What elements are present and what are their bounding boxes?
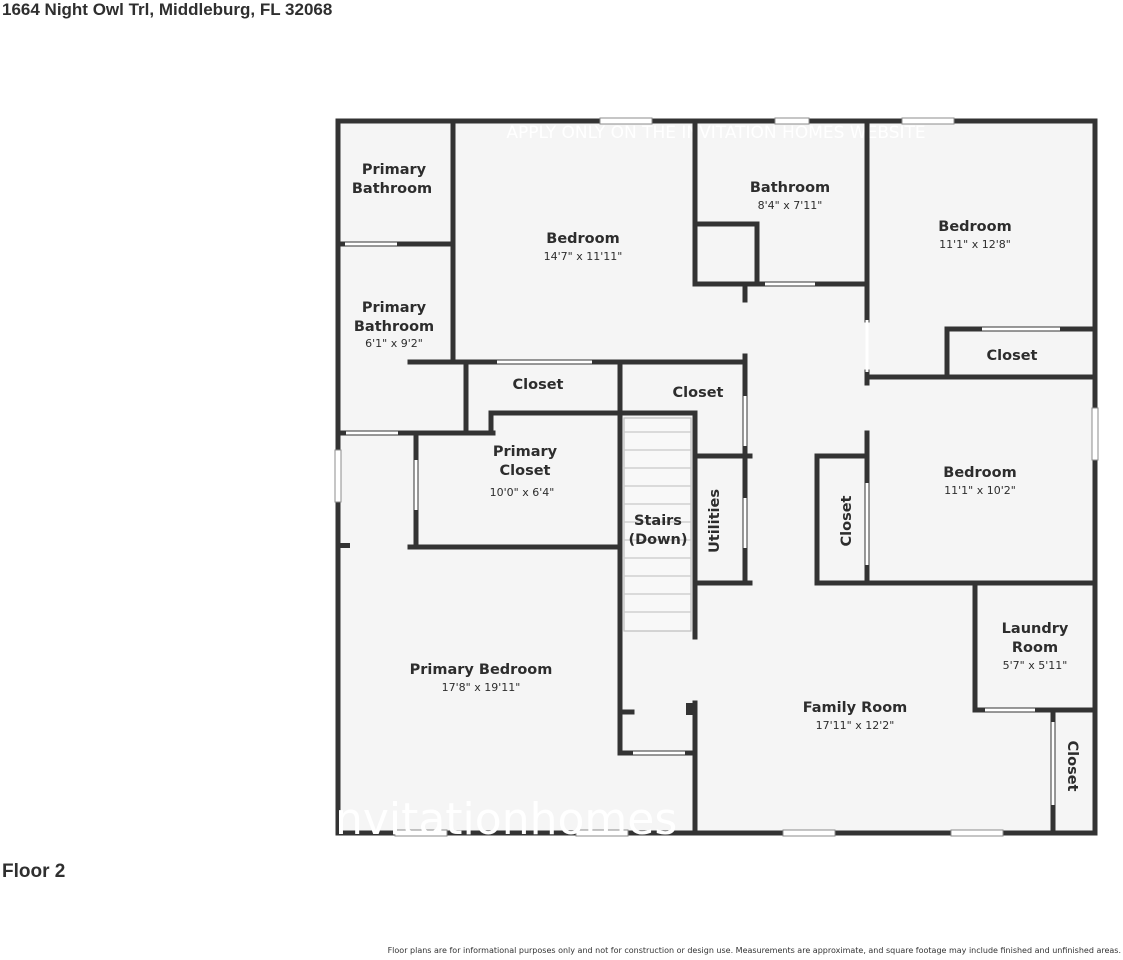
room-closet-bedroom-2-name: Closet <box>987 348 1038 364</box>
windows <box>334 117 1099 837</box>
room-laundry-name-line2: Room <box>1012 640 1058 656</box>
property-address: 1664 Night Owl Trl, Middleburg, FL 32068 <box>2 0 333 19</box>
room-bedroom-1-name: Bedroom <box>546 231 619 247</box>
room-primary-bedroom-dims: 17'8" x 19'11" <box>442 681 521 694</box>
room-primary-closet-name-line2: Closet <box>500 463 551 479</box>
disclaimer: Floor plans are for informational purpos… <box>387 946 1121 955</box>
floor-label: Floor 2 <box>2 861 66 882</box>
stairs-treads <box>623 417 692 632</box>
room-family-room-name: Family Room <box>803 700 908 716</box>
openings <box>345 242 1060 805</box>
room-primary-bathroom-2-name-line1: Primary <box>362 300 427 316</box>
room-bedroom-1-dims: 14'7" x 11'11" <box>544 250 623 263</box>
room-closet-vertical-name: Closet <box>839 495 855 546</box>
room-closet-right-vertical-name: Closet <box>1064 741 1080 792</box>
room-primary-bedroom-name: Primary Bedroom <box>410 662 553 678</box>
room-primary-bathroom-2-dims: 6'1" x 9'2" <box>365 337 423 350</box>
room-stairs-name-line2: (Down) <box>629 532 688 548</box>
room-bedroom-3-dims: 11'1" x 10'2" <box>944 484 1016 497</box>
room-laundry-name-line1: Laundry <box>1002 621 1069 637</box>
room-primary-bathroom-1-name-line2: Bathroom <box>352 181 432 197</box>
room-bathroom-dims: 8'4" x 7'11" <box>758 199 823 212</box>
room-laundry-dims: 5'7" x 5'11" <box>1003 659 1068 672</box>
room-stairs-name-line1: Stairs <box>634 513 682 529</box>
room-bedroom-3-name: Bedroom <box>943 465 1016 481</box>
watermark-logo: invitationhomes <box>323 794 678 845</box>
room-utilities-name: Utilities <box>707 489 723 553</box>
room-bedroom-2-dims: 11'1" x 12'8" <box>939 238 1011 251</box>
floor-area <box>338 121 1096 834</box>
wall-stubs <box>338 543 695 715</box>
room-primary-bathroom-1-name-line1: Primary <box>362 162 427 178</box>
room-primary-closet-name-line1: Primary <box>493 444 558 460</box>
room-bathroom-name: Bathroom <box>750 180 830 196</box>
room-primary-bathroom-2-name-line2: Bathroom <box>354 319 434 335</box>
watermark-top: APPLY ONLY ON THE INVITATION HOMES WEBSI… <box>506 123 925 143</box>
room-bedroom-2-name: Bedroom <box>938 219 1011 235</box>
room-family-room-dims: 17'11" x 12'2" <box>816 719 895 732</box>
room-closet-left-name: Closet <box>513 377 564 393</box>
room-primary-closet-dims: 10'0" x 6'4" <box>490 486 555 499</box>
room-closet-center-name: Closet <box>673 385 724 401</box>
